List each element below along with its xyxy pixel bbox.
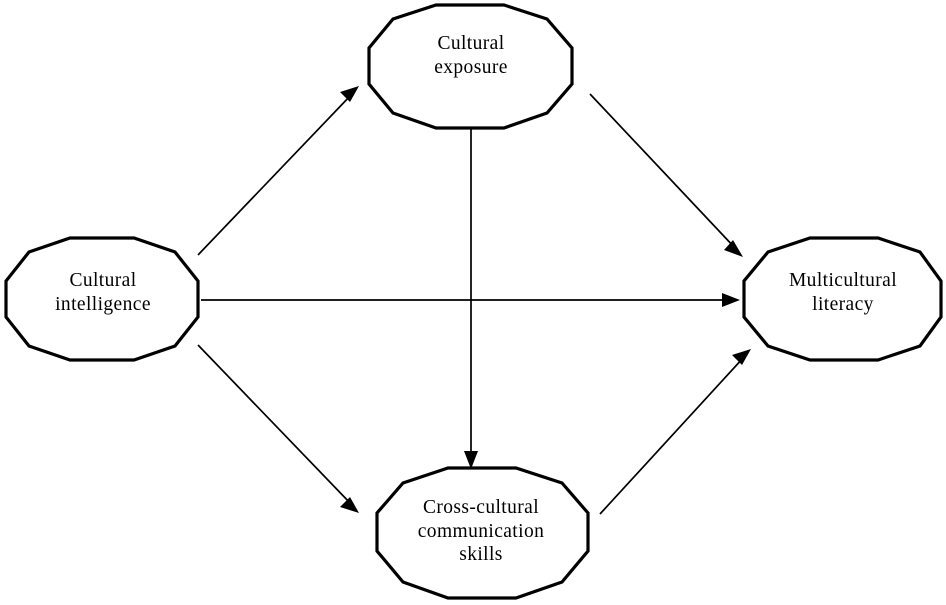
edge-cultural-intelligence-to-multicultural-literacy [201,293,740,307]
node-cultural-intelligence[interactable] [4,236,200,362]
edge-cultural-intelligence-to-cultural-exposure [197,86,359,256]
edge-cultural-exposure-to-cross-cultural-skills [464,129,478,469]
arrowhead-icon [340,497,359,513]
edge-cross-cultural-skills-to-multicultural-literacy [599,349,751,515]
edge-cultural-exposure-to-multicultural-literacy [589,93,743,257]
arrowhead-icon [340,86,359,102]
node-cross-cultural-communication-skills[interactable] [375,466,590,600]
arrowhead-icon [732,349,751,365]
node-cultural-exposure[interactable] [367,3,574,130]
node-multicultural-literacy[interactable] [742,236,943,362]
arrowhead-icon [464,451,478,469]
arrowhead-icon [724,240,743,257]
edge-cultural-intelligence-to-cross-cultural-skills [197,344,359,513]
arrowhead-icon [722,293,740,307]
